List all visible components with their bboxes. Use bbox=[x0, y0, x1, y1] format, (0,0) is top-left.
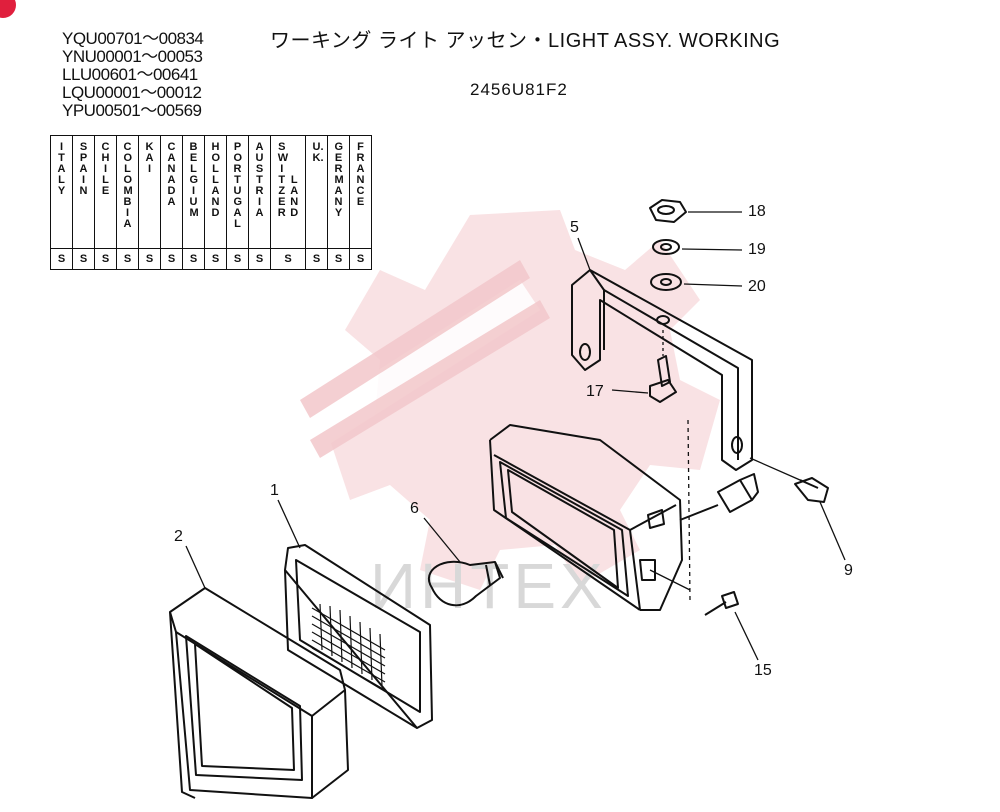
country-label: COLOMBIA bbox=[123, 141, 133, 230]
bezel-frame bbox=[169, 587, 349, 799]
country-label: FRANCE bbox=[356, 141, 365, 208]
country-label: HOLLAND bbox=[211, 141, 221, 219]
callout-2: 2 bbox=[174, 528, 183, 545]
callout-20: 20 bbox=[748, 278, 766, 295]
country-label: CANADA bbox=[167, 141, 176, 208]
callout-15: 15 bbox=[754, 662, 772, 679]
callout-1: 1 bbox=[270, 482, 279, 499]
leader-lines bbox=[185, 211, 846, 661]
country-label: BELGIUM bbox=[189, 141, 199, 219]
corner-red-mark bbox=[0, 0, 16, 18]
country-label: U.K. bbox=[312, 141, 324, 164]
watermark-text: ИНТЕХ bbox=[370, 550, 607, 622]
country-label: GERMANY bbox=[334, 141, 344, 219]
serial-range: LQU00001～00012 bbox=[62, 83, 202, 102]
bolt-9 bbox=[794, 477, 829, 503]
country-label: KAI bbox=[145, 141, 154, 175]
mounting-bracket bbox=[571, 269, 753, 471]
screw-15 bbox=[704, 591, 739, 616]
country-applicability-table: ITALY SPAIN CHILE COLOMBIA KAI CANADA BE… bbox=[50, 135, 372, 270]
country-label: AUSTRIA bbox=[255, 141, 264, 219]
serial-number-list: YQU00701～00834 YNU00001～00053 LLU00601～0… bbox=[62, 29, 204, 120]
page-title: ワーキング ライト アッセン・LIGHT ASSY. WORKING bbox=[270, 30, 781, 52]
mark-cell: S bbox=[50, 248, 73, 270]
mark-cell: S bbox=[327, 248, 350, 270]
mark-cell: S bbox=[72, 248, 95, 270]
serial-range: YNU00001～00053 bbox=[62, 47, 203, 66]
country-label: ITALY bbox=[57, 141, 66, 197]
country-label: PORTUGAL bbox=[233, 141, 243, 230]
bolt-17 bbox=[649, 355, 677, 403]
callout-19: 19 bbox=[748, 241, 766, 258]
country-label: SWITZER bbox=[277, 141, 289, 219]
mark-cell: S bbox=[349, 248, 372, 270]
part-code: 2456U81F2 bbox=[470, 80, 568, 99]
country-label: LAND bbox=[290, 174, 299, 219]
country-label: CHILE bbox=[101, 141, 110, 197]
serial-range: YPU00501～00569 bbox=[62, 101, 202, 120]
serial-range: LLU00601～00641 bbox=[62, 65, 198, 84]
callout-5: 5 bbox=[570, 219, 579, 236]
country-label: SPAIN bbox=[79, 141, 88, 197]
lamp-housing bbox=[489, 424, 683, 611]
mark-cell: S bbox=[305, 248, 328, 270]
callout-17: 17 bbox=[586, 383, 604, 400]
serial-range: YQU00701～00834 bbox=[62, 29, 204, 48]
callout-6: 6 bbox=[410, 500, 419, 517]
watermark-logo bbox=[300, 210, 720, 590]
wire-connector bbox=[679, 473, 759, 521]
nut-washers bbox=[649, 199, 687, 291]
lens-grid bbox=[311, 603, 386, 691]
callout-18: 18 bbox=[748, 203, 766, 220]
lens-panel bbox=[284, 544, 433, 729]
bulb bbox=[428, 560, 504, 607]
callout-9: 9 bbox=[844, 562, 853, 579]
